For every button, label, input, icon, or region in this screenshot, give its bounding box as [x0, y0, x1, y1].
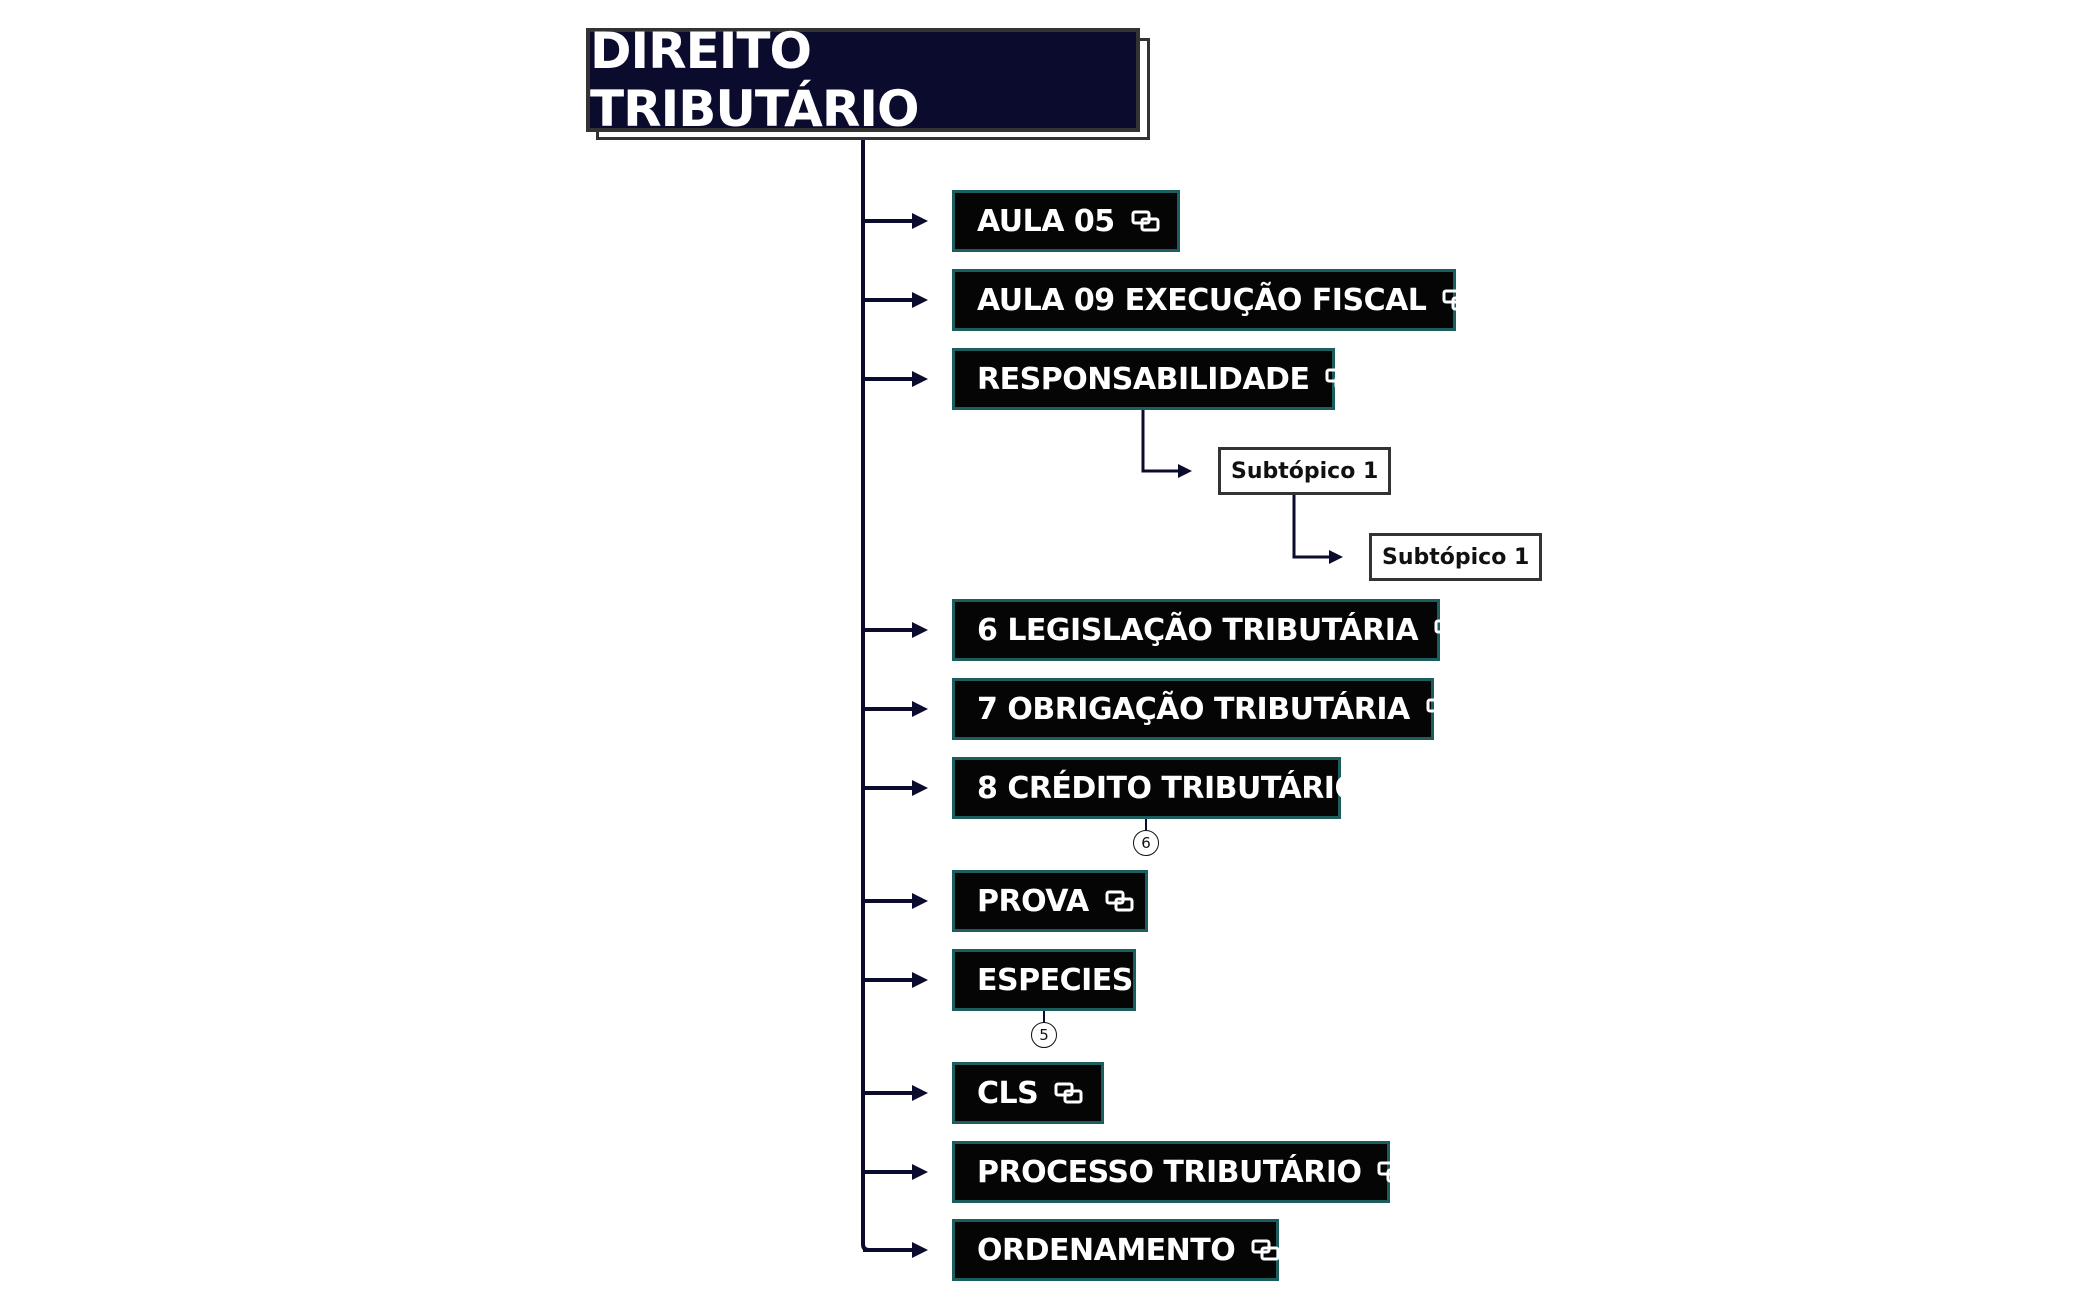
topic-label: 7 OBRIGAÇÃO TRIBUTÁRIA [977, 691, 1410, 727]
topic-label: PROVA [977, 883, 1089, 919]
subtopic-node[interactable]: Subtópico 1 [1218, 447, 1392, 495]
collapsed-count-badge[interactable]: 5 [1031, 1022, 1057, 1048]
subtopic-label: Subtópico 1 [1382, 544, 1530, 570]
topic-label: AULA 09 EXECUÇÃO FISCAL [977, 282, 1427, 318]
topic-node-aula-05[interactable]: AULA 05 [952, 190, 1180, 252]
subtopic-label: Subtópico 1 [1231, 458, 1379, 484]
topic-label: ESPECIES [977, 962, 1133, 998]
branch-arrow-head [912, 292, 928, 308]
branch-arrow-head [912, 622, 928, 638]
branch-arrow-head [912, 701, 928, 717]
sub-branch-arrowhead [1178, 464, 1192, 478]
subtopic-node[interactable]: Subtópico 1 [1369, 533, 1543, 581]
topic-node-responsabilidade[interactable]: RESPONSABILIDADE [952, 348, 1354, 410]
root-node[interactable]: DIREITO TRIBUTÁRIO [586, 22, 1140, 138]
topic-label: 6 LEGISLAÇÃO TRIBUTÁRIA [977, 612, 1419, 648]
branch-arrow-head [912, 371, 928, 387]
topic-label: ORDENAMENTO [977, 1232, 1236, 1268]
topic-node-obrigacao[interactable]: 7 OBRIGAÇÃO TRIBUTÁRIA [952, 678, 1455, 740]
branch-arrow-head [912, 1242, 928, 1258]
branch-arrow-head [912, 1085, 928, 1101]
topic-label: 8 CRÉDITO TRIBUTÁRIO [977, 770, 1360, 806]
link-icon[interactable] [1054, 1082, 1084, 1104]
collapsed-count-badge[interactable]: 6 [1133, 830, 1159, 856]
topic-node-especies[interactable]: ESPECIES [952, 949, 1136, 1011]
branch-arrow-head [912, 1164, 928, 1180]
link-icon[interactable] [1105, 890, 1135, 912]
branch-arrow-head [912, 893, 928, 909]
link-icon[interactable] [1442, 289, 1472, 311]
root-node-label: DIREITO TRIBUTÁRIO [590, 22, 919, 138]
link-icon[interactable] [1325, 368, 1355, 390]
branch-arrow-head [912, 972, 928, 988]
topic-node-prova[interactable]: PROVA [952, 870, 1148, 932]
topic-label: CLS [977, 1075, 1039, 1111]
topic-label: RESPONSABILIDADE [977, 361, 1310, 397]
topic-node-processo[interactable]: PROCESSO TRIBUTÁRIO [952, 1141, 1406, 1203]
sub-branch-line [1292, 495, 1331, 559]
link-icon[interactable] [1377, 1161, 1407, 1183]
branch-arrow-head [912, 213, 928, 229]
link-icon[interactable] [1131, 210, 1161, 232]
topic-node-credito[interactable]: 8 CRÉDITO TRIBUTÁRIO [952, 757, 1360, 819]
sub-branch-line [1141, 410, 1180, 473]
topic-node-aula-09[interactable]: AULA 09 EXECUÇÃO FISCAL [952, 269, 1471, 331]
sub-branch-arrowhead [1329, 550, 1343, 564]
link-icon[interactable] [1251, 1239, 1281, 1261]
link-icon[interactable] [1426, 698, 1456, 720]
topic-node-legislacao[interactable]: 6 LEGISLAÇÃO TRIBUTÁRIA [952, 599, 1463, 661]
topic-label: AULA 05 [977, 203, 1115, 239]
branch-arrow-head [912, 780, 928, 796]
topic-node-ordenamento[interactable]: ORDENAMENTO [952, 1219, 1281, 1281]
topic-label: PROCESSO TRIBUTÁRIO [977, 1154, 1362, 1190]
topic-node-cls[interactable]: CLS [952, 1062, 1104, 1124]
link-icon[interactable] [1434, 619, 1464, 641]
